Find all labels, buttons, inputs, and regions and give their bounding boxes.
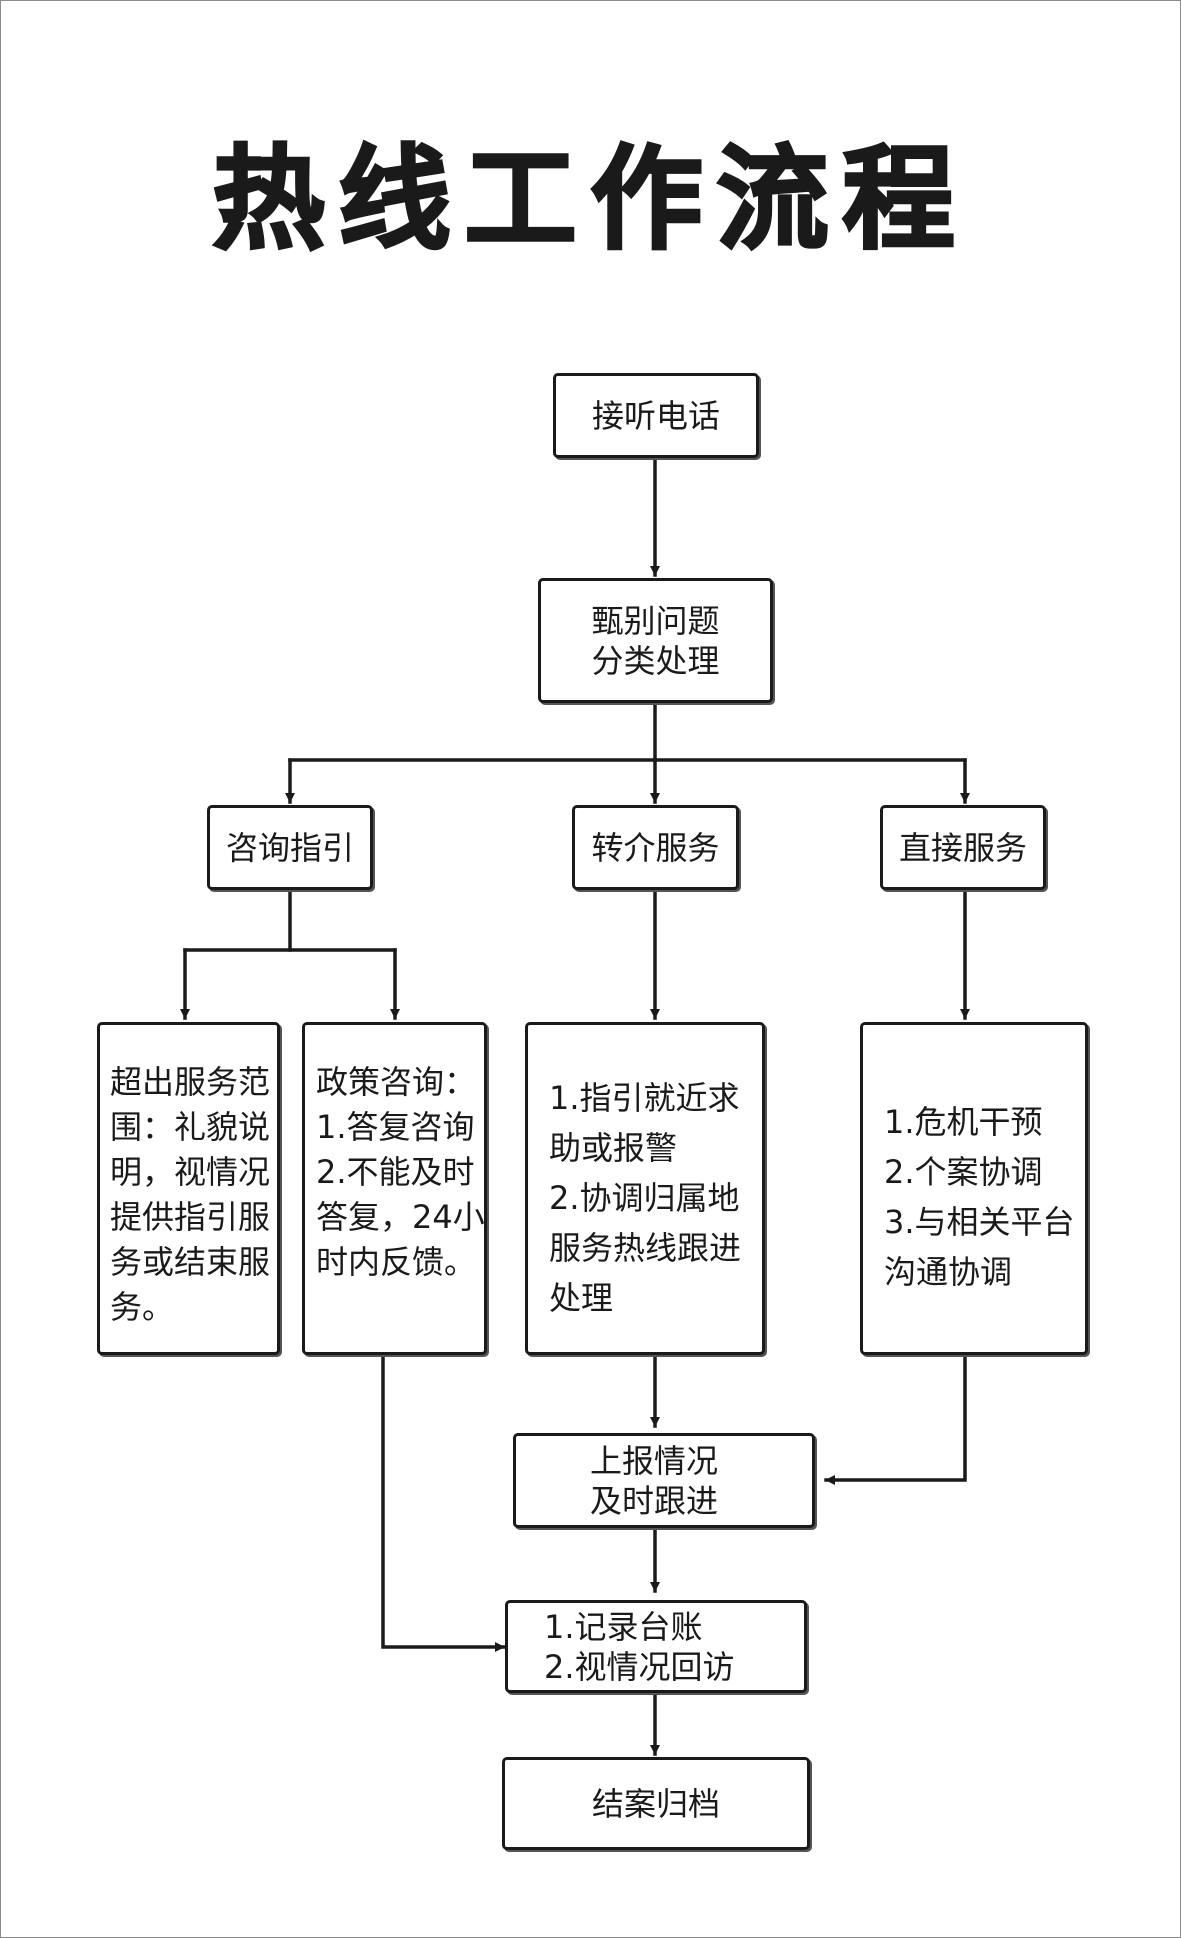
node-referral-detail-line-2: 助或报警 [549, 1129, 678, 1167]
node-out-of-scope: 超出服务范 围：礼貌说 明，视情况 提供指引服 务或结束服 务。 [97, 1022, 280, 1355]
node-record-line-1: 1.记录台账 [544, 1607, 703, 1646]
node-out-of-scope-line-5: 务或结束服 [110, 1243, 271, 1281]
page-title: 热线工作流程 [211, 134, 969, 267]
node-identify-line-1: 甄别问题 [591, 601, 720, 640]
node-policy-consult-line-4: 答复，24小 [316, 1198, 485, 1236]
node-policy-consult: 政策咨询： 1.答复咨询 2.不能及时 答复，24小 时内反馈。 [302, 1022, 487, 1355]
node-referral-detail: 1.指引就近求 助或报警 2.协调归属地 服务热线跟进 处理 [525, 1022, 765, 1355]
node-report: 上报情况 及时跟进 [513, 1433, 815, 1528]
node-close-case-label: 结案归档 [591, 1784, 720, 1823]
node-consult-guide-label: 咨询指引 [225, 828, 354, 867]
node-referral-detail-line-5: 处理 [549, 1279, 614, 1317]
arrow-direct-detail-to-report [824, 1353, 967, 1485]
node-referral-detail-line-1: 1.指引就近求 [549, 1079, 740, 1117]
node-report-line-1: 上报情况 [589, 1441, 718, 1480]
node-referral-service-label: 转介服务 [591, 828, 720, 867]
node-record: 1.记录台账 2.视情况回访 [505, 1600, 807, 1693]
node-identify: 甄别问题 分类处理 [538, 578, 773, 703]
node-policy-consult-line-3: 2.不能及时 [316, 1153, 475, 1191]
node-out-of-scope-line-1: 超出服务范 [110, 1063, 271, 1101]
node-direct-detail: 1.危机干预 2.个案协调 3.与相关平台 沟通协调 [860, 1022, 1088, 1355]
node-consult-guide: 咨询指引 [207, 805, 373, 890]
arrow-policy-to-record [381, 1353, 506, 1652]
node-out-of-scope-line-6: 务。 [110, 1288, 175, 1326]
node-referral-service: 转介服务 [572, 805, 739, 890]
node-identify-line-2: 分类处理 [591, 641, 720, 680]
node-report-line-2: 及时跟进 [589, 1481, 718, 1520]
node-direct-detail-line-3: 3.与相关平台 [884, 1203, 1075, 1241]
node-out-of-scope-line-4: 提供指引服 [110, 1198, 271, 1236]
node-referral-detail-line-4: 服务热线跟进 [549, 1229, 742, 1267]
node-direct-detail-line-4: 沟通协调 [884, 1253, 1013, 1291]
node-referral-detail-line-3: 2.协调归属地 [549, 1179, 740, 1217]
node-close-case: 结案归档 [502, 1757, 810, 1850]
node-out-of-scope-line-3: 明，视情况 [110, 1153, 271, 1191]
node-policy-consult-line-1: 政策咨询： [316, 1063, 477, 1101]
node-record-line-2: 2.视情况回访 [544, 1647, 735, 1686]
node-direct-detail-line-1: 1.危机干预 [884, 1103, 1043, 1141]
node-policy-consult-line-5: 时内反馈。 [316, 1243, 477, 1281]
node-direct-service: 直接服务 [880, 805, 1046, 890]
node-direct-service-label: 直接服务 [898, 828, 1027, 867]
node-policy-consult-line-2: 1.答复咨询 [316, 1108, 475, 1146]
node-out-of-scope-line-2: 围：礼貌说 [110, 1108, 271, 1146]
node-answer-call: 接听电话 [553, 373, 759, 458]
node-answer-call-label: 接听电话 [591, 396, 720, 435]
node-direct-detail-line-2: 2.个案协调 [884, 1153, 1043, 1191]
